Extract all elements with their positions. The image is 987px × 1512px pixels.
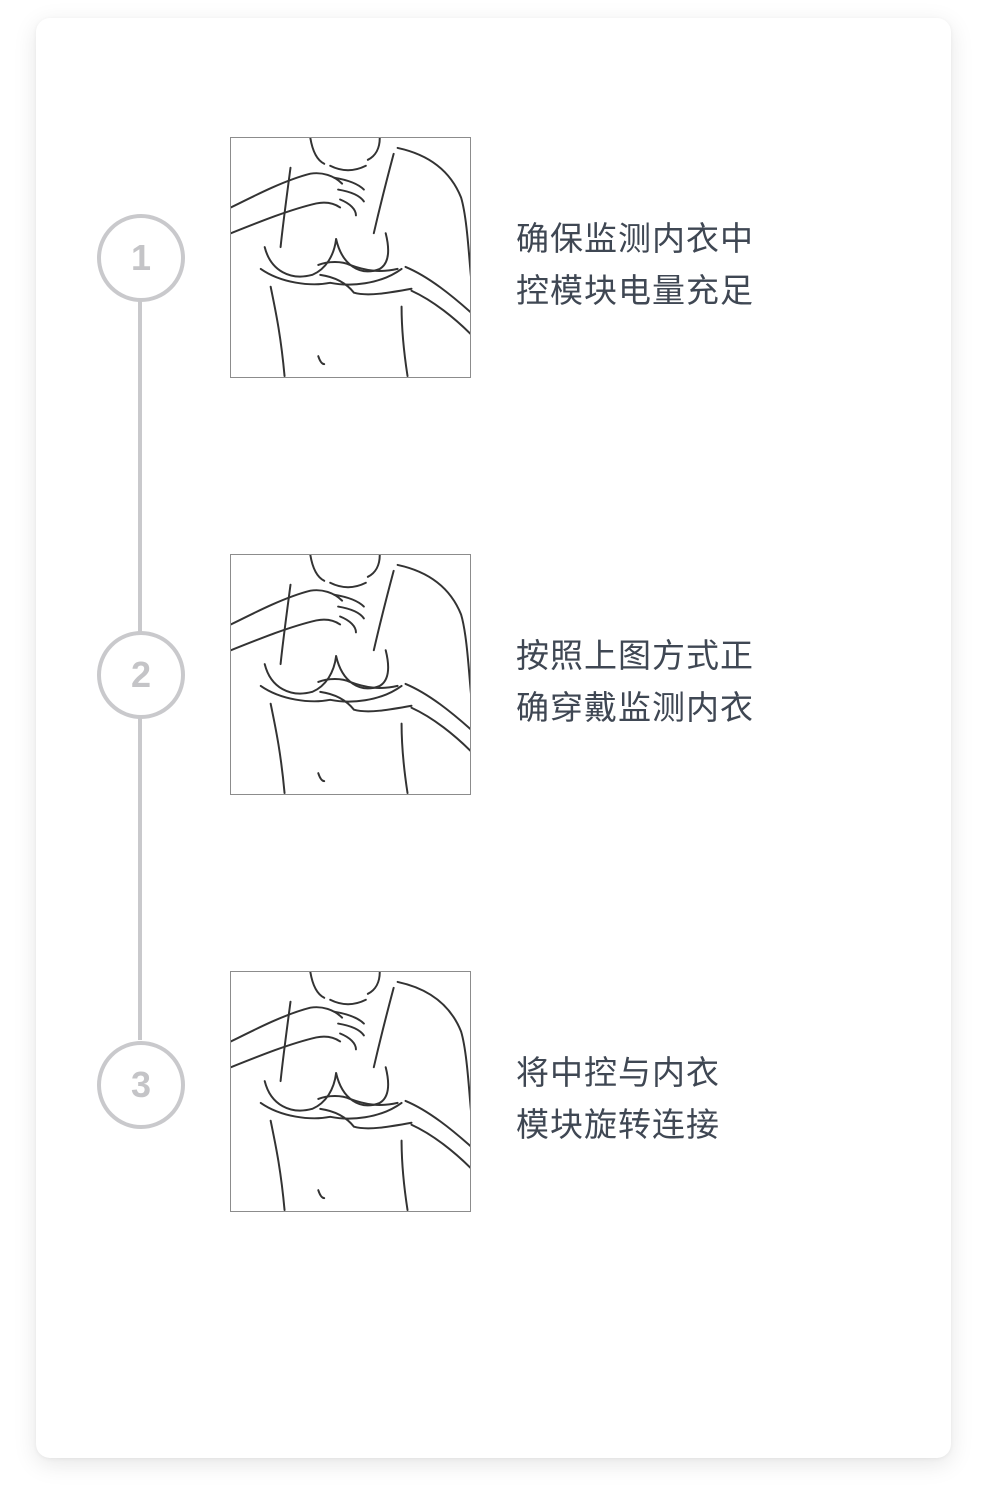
bra-fitting-illustration	[230, 554, 471, 795]
step-1-line-2: 控模块电量充足	[516, 271, 754, 310]
step-3-text: 将中控与内衣 模块旋转连接	[516, 1047, 720, 1151]
step-number-3: 3	[97, 1041, 185, 1129]
step-number-1: 1	[97, 214, 185, 302]
bra-fitting-illustration	[230, 137, 471, 378]
step-3-line-1: 将中控与内衣	[516, 1053, 720, 1092]
step-2-line-1: 按照上图方式正	[516, 636, 754, 675]
bra-fitting-illustration-graphic	[231, 138, 470, 377]
bra-fitting-illustration	[230, 971, 471, 1212]
step-1-text: 确保监测内衣中 控模块电量充足	[516, 213, 754, 317]
step-2-line-2: 确穿戴监测内衣	[516, 688, 754, 727]
bra-fitting-illustration-graphic	[231, 972, 470, 1211]
step-2-text: 按照上图方式正 确穿戴监测内衣	[516, 630, 754, 734]
step-3-line-2: 模块旋转连接	[516, 1105, 720, 1144]
instruction-card	[36, 18, 951, 1458]
step-number-2: 2	[97, 631, 185, 719]
bra-fitting-illustration-graphic	[231, 555, 470, 794]
step-1-line-1: 确保监测内衣中	[516, 219, 754, 258]
